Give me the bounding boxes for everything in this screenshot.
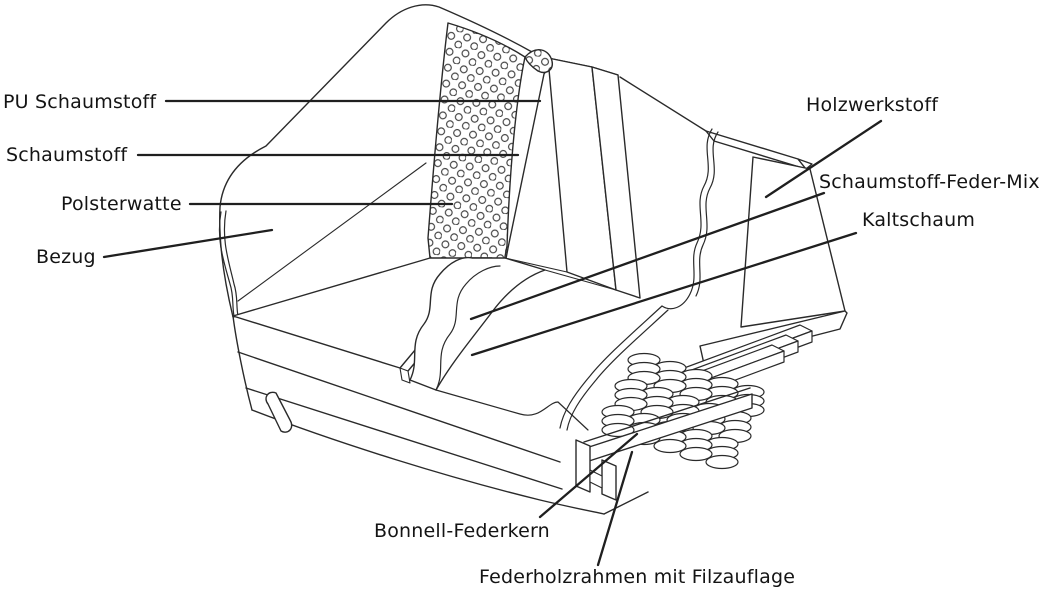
leader-kaltschaum xyxy=(470,231,858,357)
label-schaumstoff: Schaumstoff xyxy=(6,144,128,166)
seat-front-step xyxy=(435,389,589,431)
right-cut-wave-lower xyxy=(559,305,663,429)
spring-frame xyxy=(575,387,753,515)
frame-post xyxy=(575,439,591,493)
foam-dot-band xyxy=(427,22,553,266)
right-cut-wave-lower-2 xyxy=(566,309,669,431)
base-rail-top xyxy=(245,387,563,490)
leader-federholzrahmen xyxy=(596,450,634,567)
leader-holzwerkstoff xyxy=(764,119,883,199)
label-polsterwatte: Polsterwatte xyxy=(61,193,182,215)
frame-post xyxy=(601,459,617,501)
leader-schaumstoff-feder-mix xyxy=(469,191,826,321)
label-kaltschaum: Kaltschaum xyxy=(862,209,976,231)
spring-coils xyxy=(601,352,765,470)
label-bonnell-federkern: Bonnell-Federkern xyxy=(374,520,550,542)
slab-side-face xyxy=(591,66,641,299)
right-cut-wave-1 xyxy=(661,128,713,310)
backrest-seam-line xyxy=(237,162,427,302)
leader-lines xyxy=(102,99,883,567)
label-holzwerkstoff: Holzwerkstoff xyxy=(806,94,939,116)
label-schaumstoff-feder-mix: Schaumstoff-Feder-Mix xyxy=(819,171,1040,193)
label-pu-schaumstoff: PU Schaumstoff xyxy=(3,91,157,113)
sofa-leg xyxy=(265,391,293,433)
label-federholzrahmen: Federholzrahmen mit Filzauflage xyxy=(479,566,796,588)
leader-bonnell-federkern xyxy=(538,432,639,519)
seat-back-edge xyxy=(504,257,568,273)
pu-foam-slab xyxy=(547,57,641,299)
felt-layer-line xyxy=(583,387,751,443)
leader-bezug xyxy=(102,228,274,259)
seat-front-seam xyxy=(237,351,561,463)
right-cut-wave-2 xyxy=(695,131,719,297)
cover-cut-edge-2 xyxy=(223,210,239,317)
seat xyxy=(232,256,617,515)
seat-cut-strip-wave xyxy=(435,265,501,391)
frame-bottom-edge xyxy=(603,491,649,515)
label-bezug: Bezug xyxy=(36,246,96,268)
base-bottom-edge xyxy=(251,409,605,515)
seat-cut-strip xyxy=(409,256,546,391)
frame-top-board-end xyxy=(797,158,813,170)
cover-cut-edge xyxy=(218,211,235,317)
dot-band-roll xyxy=(524,49,553,74)
back-rail-edge xyxy=(619,76,707,132)
cushion-divider-face xyxy=(399,367,411,384)
seat-left-edge xyxy=(232,315,253,411)
frame-step xyxy=(589,469,603,489)
